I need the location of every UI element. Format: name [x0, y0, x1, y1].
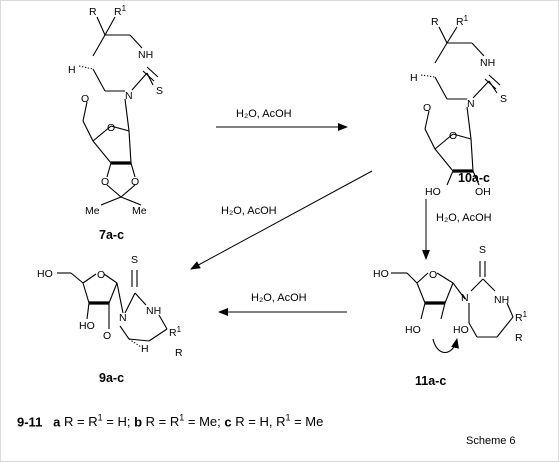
c10-o-label: O [423, 102, 431, 114]
legend-b-key: b [134, 414, 143, 430]
c11-ring-o-label: O [429, 269, 437, 281]
c9-nh-label: NH [146, 305, 161, 317]
c11-ho-b-label: HO [405, 324, 421, 336]
c10-ring-o-label: O [449, 130, 457, 142]
scheme-caption: Scheme 6 [466, 435, 516, 447]
c9-o-label: O [103, 330, 111, 342]
compound-label-7: 7a-c [99, 228, 124, 242]
c7-me-b-label: Me [132, 205, 147, 217]
legend-c-key: c [224, 414, 232, 430]
c7-o-b-label: O [131, 176, 139, 188]
c9-ho-label: HO [37, 268, 53, 280]
c7-o-label: O [81, 93, 89, 105]
c9-h-label: H [141, 343, 149, 355]
c7-o-a-label: O [101, 176, 109, 188]
c11-n-label: N [461, 292, 469, 304]
condition-7-to-10: H₂O, AcOH [236, 108, 292, 120]
c10-h-label: H [410, 72, 418, 84]
c7-h-label: H [68, 64, 76, 76]
c7-s-label: S [156, 85, 163, 97]
legend-range: 9-11 [17, 414, 43, 430]
c7-r1-label: R1 [114, 4, 127, 18]
compound-10a-c-structure [420, 26, 501, 186]
compound-label-11: 11a-c [415, 374, 446, 388]
c9-r1-label: R1 [169, 325, 182, 339]
c10-s-label: S [500, 93, 507, 105]
c9-ho-b-label: HO [79, 320, 95, 332]
legend-a-text: R = R1 = H; [64, 413, 131, 430]
c7-r-label: R [89, 6, 97, 18]
substituent-legend: 9-11 a R = R1 = H; b R = R1 = Me; c R = … [17, 413, 323, 429]
legend-c-text: R = H, R1 = Me [235, 413, 324, 430]
legend-a-key: a [53, 414, 61, 430]
legend-b-text: R = R1 = Me; [145, 413, 221, 430]
compound-11a-c-structure [391, 261, 514, 354]
condition-10-to-11: H₂O, AcOH [436, 212, 492, 224]
c11-ho-label: HO [373, 268, 389, 280]
c11-r-label: R [515, 332, 523, 344]
c7-n-label: N [125, 90, 133, 102]
c9-ring-o-label: O [97, 269, 105, 281]
c9-n-label: N [119, 312, 127, 324]
cyclization-curved-arrow [432, 338, 459, 354]
c9-s-label: S [131, 254, 138, 266]
c10-r1-label: R1 [456, 14, 469, 28]
c10-n-label: N [467, 98, 475, 110]
c11-s-label: S [479, 244, 486, 256]
compound-label-10: 10a-c [458, 171, 490, 185]
c10-r-label: R [431, 16, 439, 28]
c9-r-label: R [175, 347, 183, 359]
arrow-10-to-9 [190, 170, 373, 270]
c7-nh-label: NH [138, 49, 153, 61]
c10-oh-a-label: HO [425, 186, 441, 198]
c7-ring-o-label: O [107, 122, 115, 134]
c10-oh-b-label: OH [475, 186, 491, 198]
c10-nh-label: NH [480, 57, 495, 69]
compound-9a-c-structure [57, 270, 168, 348]
compound-label-9: 9a-c [99, 371, 124, 385]
c11-nh-label: NH [494, 294, 509, 306]
compound-7a-c-structure [78, 16, 159, 206]
condition-11-to-9: H₂O, AcOH [251, 292, 307, 304]
c7-me-a-label: Me [85, 205, 100, 217]
c11-ho-c-label: HO [453, 324, 469, 336]
c11-r1-label: R1 [515, 310, 528, 324]
condition-10-to-9: H₂O, AcOH [221, 205, 277, 217]
